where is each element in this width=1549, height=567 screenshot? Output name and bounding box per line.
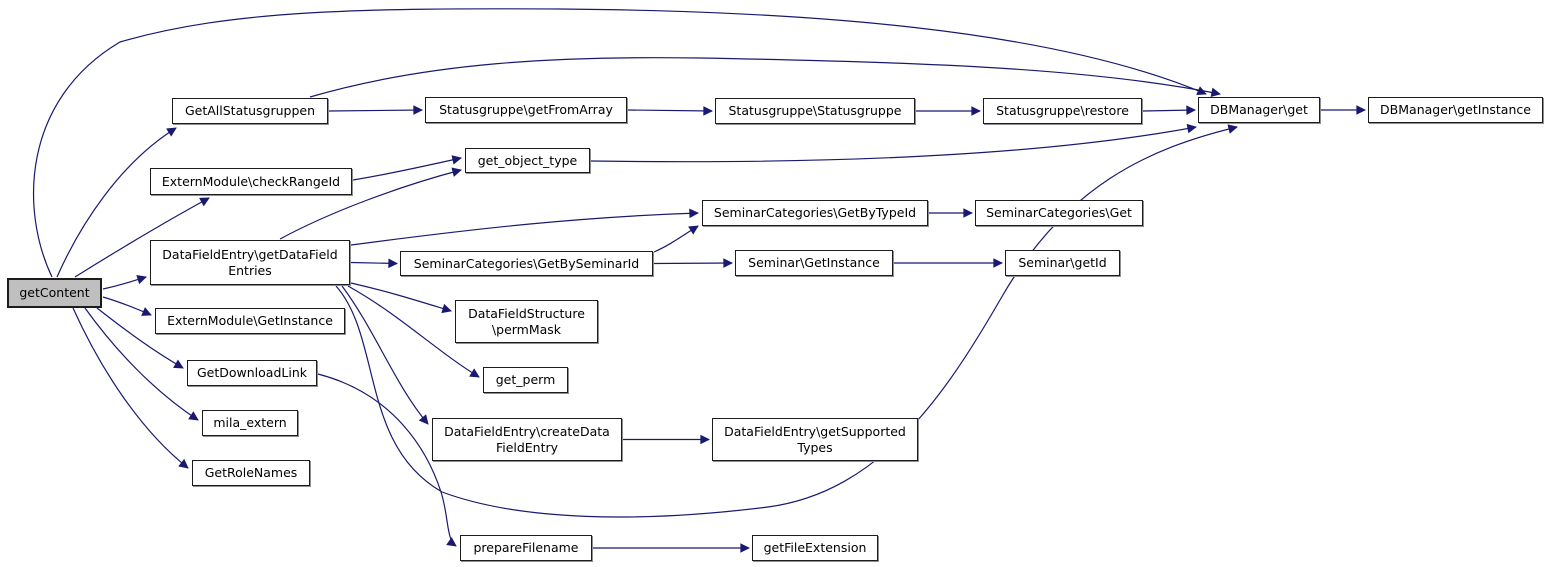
edge-getContent-to-checkRangeId [74,197,210,278]
node-get_object_type[interactable]: get_object_type [465,148,590,173]
edge-getContent-to-DBManager_get [33,8,1207,278]
node-permMask[interactable]: DataFieldStructure \permMask [455,300,598,343]
node-GetRoleNames[interactable]: GetRoleNames [192,460,310,486]
node-Seminar_GetInstance[interactable]: Seminar\GetInstance [735,250,893,276]
edge-GetAllStatusgruppen-to-getFromArray [328,105,423,115]
node-GetDownloadLink[interactable]: GetDownloadLink [187,360,317,386]
node-createDataFieldEntry[interactable]: DataFieldEntry\createData FieldEntry [432,418,622,461]
edge-getContent-to-GetAllStatusgruppen [56,127,177,278]
node-getFromArray[interactable]: Statusgruppe\getFromArray [425,97,627,123]
node-restore[interactable]: Statusgruppe\restore [983,98,1142,124]
edge-getContent-to-GetDownloadLink [96,307,184,369]
edge-getFromArray-to-Statusgruppe [627,106,713,116]
edge-GetBySeminarId-to-GetByTypeId [653,225,699,253]
node-getSupportedTypes[interactable]: DataFieldEntry\getSupported Types [712,418,918,461]
node-Statusgruppe[interactable]: Statusgruppe\Statusgruppe [715,98,915,124]
node-ExternModule_GetInstance[interactable]: ExternModule\GetInstance [155,308,345,334]
edge-getDataFieldEntries-to-createDataFieldEntry [341,285,429,425]
node-GetBySeminarId[interactable]: SeminarCategories\GetBySeminarId [400,251,653,276]
edge-getContent-to-getDataFieldEntries [102,274,147,290]
node-getDataFieldEntries[interactable]: DataFieldEntry\getDataField Entries [150,240,350,285]
edge-getDataFieldEntries-to-permMask [350,282,452,314]
edge-getDataFieldEntries-to-get_object_type [279,167,462,240]
edge-getDataFieldEntries-to-get_perm [347,285,480,378]
node-prepareFilename[interactable]: prepareFilename [460,535,592,561]
node-checkRangeId[interactable]: ExternModule\checkRangeId [150,168,352,195]
edge-restore-to-DBManager_get [1142,105,1196,115]
edge-getContent-to-GetRoleNames [72,307,189,469]
node-GetByTypeId[interactable]: SeminarCategories\GetByTypeId [702,200,928,226]
node-get_perm[interactable]: get_perm [483,367,568,393]
node-Seminar_getId[interactable]: Seminar\getId [1005,250,1120,276]
edge-getDataFieldEntries-to-GetByTypeId [350,208,699,246]
node-DBManager_getInstance[interactable]: DBManager\getInstance [1368,97,1543,123]
edge-GetAllStatusgruppen-to-DBManager_get [309,57,1221,98]
edge-checkRangeId-to-get_object_type [352,155,462,181]
edge-GetBySeminarId-to-Seminar_GetInstance [653,258,733,268]
node-getContent[interactable]: getContent [7,278,102,308]
node-getFileExtension[interactable]: getFileExtension [752,535,878,561]
node-DBManager_get[interactable]: DBManager\get [1198,97,1320,123]
node-GetAllStatusgruppen[interactable]: GetAllStatusgruppen [172,98,328,124]
edge-getContent-to-ExternModule_GetInstance [102,296,152,316]
edge-GetDownloadLink-to-prepareFilename [317,373,457,547]
node-mila_extern[interactable]: mila_extern [202,410,298,436]
edge-get_object_type-to-DBManager_get [590,123,1197,163]
edge-getDataFieldEntries-to-GetBySeminarId [350,258,398,269]
node-SeminarCategories_Get[interactable]: SeminarCategories\Get [975,200,1143,226]
edge-getContent-to-mila_extern [84,307,199,421]
